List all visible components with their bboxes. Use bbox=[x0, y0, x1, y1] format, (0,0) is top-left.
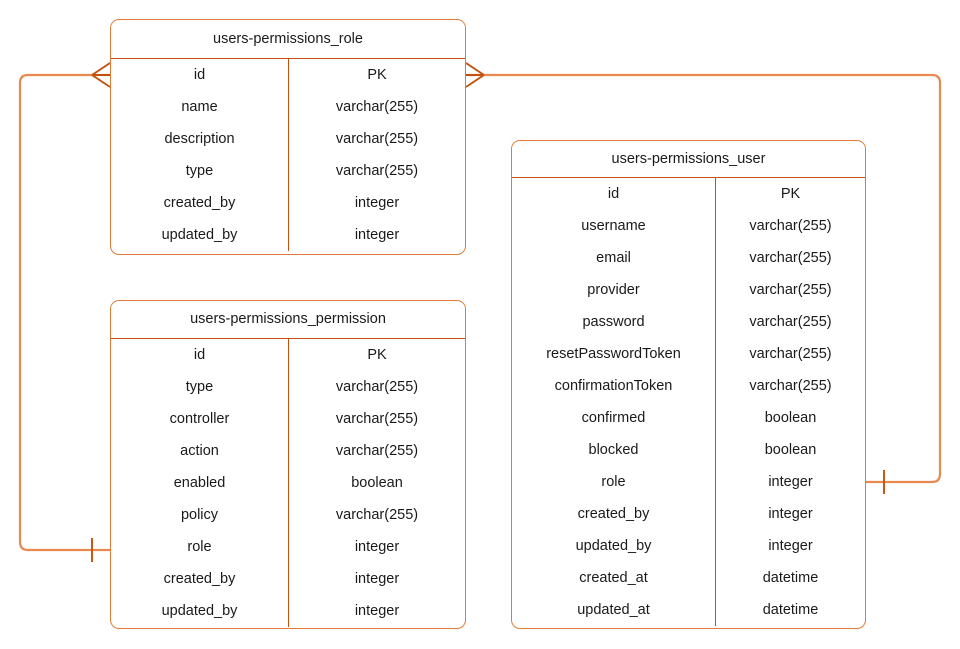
field-name-cell[interactable]: policy bbox=[180, 506, 219, 523]
field-type-cell[interactable]: boolean bbox=[351, 474, 403, 491]
field-name-cell[interactable]: id bbox=[193, 66, 206, 83]
entity-body: id username email provider password resetPass… bbox=[512, 178, 865, 626]
entity-title: users-permissions_role bbox=[111, 20, 465, 59]
field-type-cell[interactable]: boolean bbox=[764, 441, 817, 458]
field-type-cell[interactable]: integer bbox=[354, 538, 400, 555]
entity-title: users-permissions_permission bbox=[111, 301, 465, 339]
field-name-cell[interactable]: email bbox=[596, 249, 631, 266]
field-name-cell[interactable]: role bbox=[187, 538, 212, 555]
field-type-cell[interactable]: PK bbox=[367, 346, 387, 363]
field-name-cell[interactable]: username bbox=[581, 217, 646, 234]
field-name-cell[interactable]: confirmed bbox=[581, 409, 646, 426]
field-name-cell[interactable]: controller bbox=[169, 410, 230, 427]
field-type-cell[interactable]: varchar(255) bbox=[335, 162, 419, 179]
field-name-cell[interactable]: id bbox=[193, 346, 206, 363]
field-type-cell[interactable]: varchar(255) bbox=[335, 506, 419, 523]
field-name-cell[interactable]: created_by bbox=[163, 570, 236, 587]
field-type-cell[interactable]: varchar(255) bbox=[749, 249, 832, 266]
field-name-cell[interactable]: updated_by bbox=[161, 602, 238, 619]
field-name-cell[interactable]: description bbox=[164, 130, 235, 147]
field-type-cell[interactable]: varchar(255) bbox=[749, 377, 832, 394]
field-name-cell[interactable]: name bbox=[181, 98, 218, 115]
field-name-cell[interactable]: id bbox=[607, 185, 620, 202]
field-name-cell[interactable]: resetPasswordToken bbox=[546, 345, 681, 362]
crowfoot-many-role-right bbox=[465, 62, 485, 88]
field-type-cell[interactable]: varchar(255) bbox=[335, 98, 419, 115]
field-name-column: id username email provider password resetPass… bbox=[512, 178, 716, 626]
field-type-column: PK varchar(255) varchar(255) varchar(255) va… bbox=[716, 178, 865, 626]
field-type-cell[interactable]: varchar(255) bbox=[335, 130, 419, 147]
field-type-cell[interactable]: integer bbox=[768, 473, 813, 490]
field-type-cell[interactable]: integer bbox=[354, 226, 400, 243]
connector-role-permission bbox=[18, 62, 111, 562]
field-name-cell[interactable]: action bbox=[180, 442, 219, 459]
field-type-cell[interactable]: datetime bbox=[762, 569, 819, 586]
field-name-cell[interactable]: type bbox=[185, 162, 214, 179]
entity-title: users-permissions_user bbox=[512, 141, 865, 178]
field-type-cell[interactable]: PK bbox=[367, 66, 387, 83]
field-name-cell[interactable]: role bbox=[601, 473, 626, 490]
field-name-cell[interactable]: created_at bbox=[579, 569, 648, 586]
field-type-cell[interactable]: varchar(255) bbox=[749, 313, 832, 330]
field-name-cell[interactable]: confirmationToken bbox=[554, 377, 673, 394]
field-name-cell[interactable]: blocked bbox=[588, 441, 639, 458]
field-name-cell[interactable]: created_by bbox=[163, 194, 236, 211]
field-type-cell[interactable]: boolean bbox=[764, 409, 817, 426]
field-type-cell[interactable]: varchar(255) bbox=[749, 345, 832, 362]
entity-body: id type controller action enabled policy role c… bbox=[111, 339, 465, 627]
field-name-cell[interactable]: updated_by bbox=[161, 226, 238, 243]
field-name-cell[interactable]: updated_by bbox=[575, 537, 652, 554]
field-type-cell[interactable]: varchar(255) bbox=[335, 378, 419, 395]
field-name-cell[interactable]: provider bbox=[587, 281, 640, 298]
field-type-cell[interactable]: varchar(255) bbox=[335, 442, 419, 459]
field-type-cell[interactable]: datetime bbox=[762, 601, 819, 618]
field-name-cell[interactable]: enabled bbox=[173, 474, 226, 491]
field-name-cell[interactable]: created_by bbox=[577, 505, 650, 522]
crowfoot-many-role-left bbox=[91, 62, 111, 88]
field-name-cell[interactable]: password bbox=[582, 313, 645, 330]
field-type-cell[interactable]: varchar(255) bbox=[749, 281, 832, 298]
field-type-cell[interactable]: integer bbox=[354, 194, 400, 211]
field-type-cell[interactable]: varchar(255) bbox=[335, 410, 419, 427]
field-type-column: PK varchar(255) varchar(255) varchar(255) bo… bbox=[289, 339, 465, 627]
field-name-cell[interactable]: updated_at bbox=[577, 601, 650, 618]
field-name-column: id name description type created_by updated_b… bbox=[111, 59, 289, 251]
entity-body: id name description type created_by updated_b… bbox=[111, 59, 465, 251]
field-type-column: PK varchar(255) varchar(255) varchar(255) in… bbox=[289, 59, 465, 251]
field-type-cell[interactable]: varchar(255) bbox=[749, 217, 832, 234]
field-name-column: id type controller action enabled policy role c… bbox=[111, 339, 289, 627]
field-type-cell[interactable]: integer bbox=[768, 505, 813, 522]
field-type-cell[interactable]: integer bbox=[354, 570, 400, 587]
field-name-cell[interactable]: type bbox=[185, 378, 214, 395]
field-type-cell[interactable]: PK bbox=[780, 185, 801, 202]
field-type-cell[interactable]: integer bbox=[354, 602, 400, 619]
field-type-cell[interactable]: integer bbox=[768, 537, 813, 554]
